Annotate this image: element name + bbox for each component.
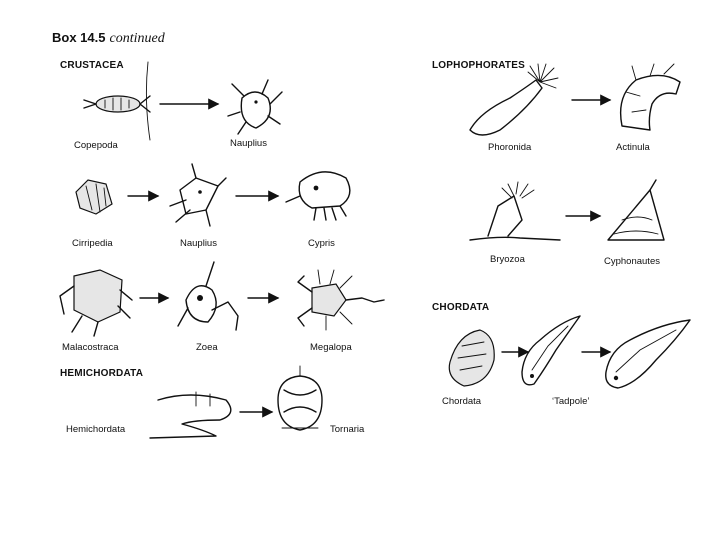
actinula-drawing — [619, 63, 681, 131]
chordata-drawing — [448, 329, 495, 387]
cyphonautes-drawing — [607, 179, 665, 241]
tadpole-1-drawing — [521, 315, 581, 386]
cirripedia-drawing — [75, 179, 113, 215]
zoea-drawing — [177, 261, 239, 331]
heading-lophophorates: LOPHOPHORATES — [432, 60, 525, 71]
heading-hemichordata: HEMICHORDATA — [60, 368, 144, 379]
label-chordata: Chordata — [442, 396, 482, 407]
label-nauplius-2: Nauplius — [180, 238, 217, 249]
label-cirripedia: Cirripedia — [72, 238, 113, 249]
malacostraca-drawing — [59, 269, 133, 337]
label-nauplius-1: Nauplius — [230, 138, 267, 149]
box-continued: continued — [109, 31, 165, 46]
label-bryozoa: Bryozoa — [490, 254, 525, 265]
label-tadpole: ‘Tadpole’ — [552, 396, 590, 407]
tornaria-drawing — [277, 365, 323, 431]
copepoda-drawing — [83, 61, 151, 141]
megalopa-drawing — [297, 269, 385, 331]
label-actinula: Actinula — [616, 142, 650, 153]
bryozoa-drawing — [469, 181, 561, 241]
label-cyphonautes: Cyphonautes — [604, 256, 660, 267]
phoronida-drawing — [469, 63, 559, 136]
cypris-drawing — [285, 171, 351, 221]
tadpole-2-drawing — [605, 319, 691, 389]
label-zoea: Zoea — [196, 342, 218, 353]
box-number: Box 14.5 — [52, 30, 106, 45]
label-hemichordata: Hemichordata — [66, 424, 126, 435]
label-cypris: Cypris — [308, 238, 335, 249]
nauplius-1-drawing — [227, 79, 283, 135]
label-phoronida: Phoronida — [488, 142, 532, 153]
label-copepoda: Copepoda — [74, 140, 118, 151]
label-megalopa: Megalopa — [310, 342, 352, 353]
heading-chordata: CHORDATA — [432, 302, 490, 313]
label-malacostraca: Malacostraca — [62, 342, 119, 353]
label-tornaria: Tornaria — [330, 424, 365, 435]
heading-crustacea: CRUSTACEA — [60, 60, 124, 71]
nauplius-2-drawing — [169, 163, 227, 227]
hemichordata-drawing — [149, 391, 232, 439]
